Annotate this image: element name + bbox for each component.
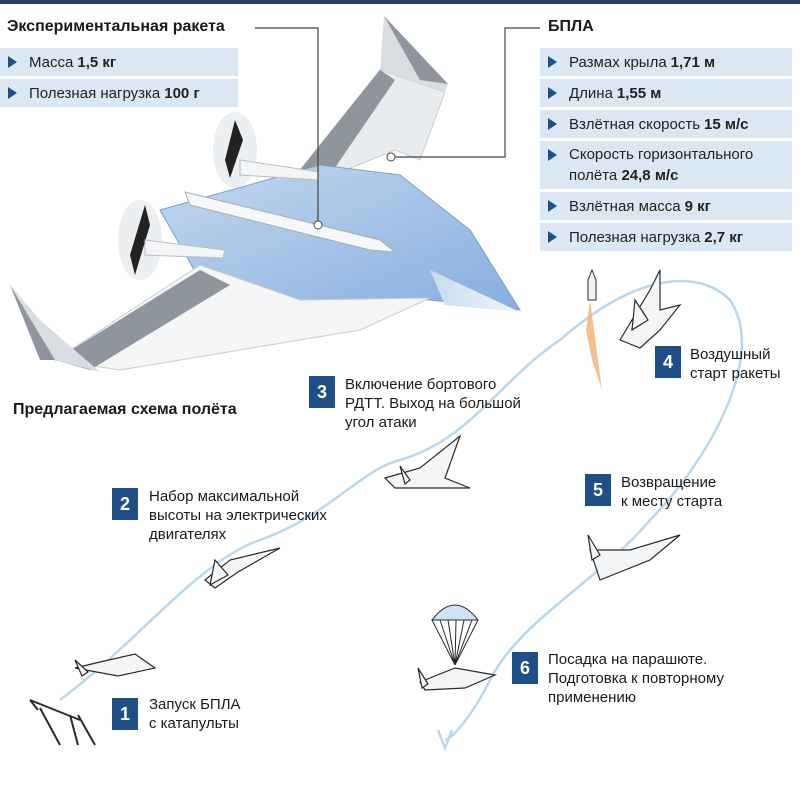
flight-scheme-title: Предлагаемая схема полёта [13,401,237,418]
step-5-text: Возвращение к месту старта [621,474,723,510]
spec-value: 1,71 м [670,53,716,71]
step-5-number: 5 [585,474,611,506]
uav-title: БПЛА [548,18,594,35]
step-2-number: 2 [112,488,138,520]
arrow-icon [548,200,557,212]
step-4-number: 4 [655,346,681,378]
spec-value: 9 кг [684,197,711,215]
spec-label: Длина [569,84,613,102]
step-6-number: 6 [512,652,538,684]
uav-spec-takeoff-mass: Взлётная масса 9 кг [540,192,792,220]
uav-spec-length: Длина 1,55 м [540,79,792,107]
flight-path [59,279,743,742]
step-3-text: Включение бортового РДТТ. Выход на больш… [345,376,521,431]
aircraft-step5 [587,534,681,581]
spec-value: 2,7 кг [704,228,744,246]
rocket-spec-payload: Полезная нагрузка 100 г [0,79,238,107]
aircraft-step6 [417,667,498,691]
spec-value: 1,5 кг [77,53,117,71]
spec-label: Полезная нагрузка [29,84,161,102]
rocket-title: Экспериментальная ракета [7,18,225,35]
step-1-number: 1 [112,698,138,730]
spec-label: Полезная нагрузка [569,228,701,246]
aircraft-step3 [383,434,471,489]
spec-label: Масса [29,53,74,71]
arrow-icon [548,87,557,99]
arrow-icon [548,149,557,161]
parachute [430,604,480,666]
uav-spec-payload: Полезная нагрузка 2,7 кг [540,223,792,251]
aircraft-step1 [74,653,157,677]
uav-spec-wingspan: Размах крыла 1,71 м [540,48,792,76]
step-2-text: Набор максимальной высоты на электрическ… [149,488,327,543]
spec-value: 15 м/с [704,115,749,133]
top-border [0,0,800,4]
arrow-icon [548,118,557,130]
aircraft-step4 [619,269,682,349]
step-3-number: 3 [309,376,335,408]
rocket-leader-line [255,27,319,225]
spec-label: Взлётная масса [569,197,681,215]
step-6-text: Посадка на парашюте. Подготовка к повтор… [548,651,724,706]
spec-label: Скорость горизонтального полёта [569,146,754,184]
catapult [29,699,96,746]
spec-value: 1,55 м [616,84,662,102]
spec-value: 24,8 м/с [621,167,679,184]
uav-spec-cruise-speed: Скорость горизонтального полёта 24,8 м/с [540,141,792,189]
uav-spec-takeoff-speed: Взлётная скорость 15 м/с [540,110,792,138]
arrow-icon [548,56,557,68]
spec-label: Взлётная скорость [569,115,701,133]
uav-leader-line [393,27,540,158]
arrow-icon [548,231,557,243]
spec-label-value: Скорость горизонтального полёта 24,8 м/с [569,144,753,186]
rocket-launch [586,268,602,390]
aircraft-step2 [204,547,281,589]
spec-label: Размах крыла [569,53,667,71]
step-1-text: Запуск БПЛА с катапульты [149,696,241,732]
spec-value: 100 г [164,84,200,102]
step-4-text: Воздушный старт ракеты [690,346,781,382]
arrow-icon [8,56,17,68]
rocket-spec-mass: Масса 1,5 кг [0,48,238,76]
arrow-icon [8,87,17,99]
rocket-on-uav [184,191,397,253]
